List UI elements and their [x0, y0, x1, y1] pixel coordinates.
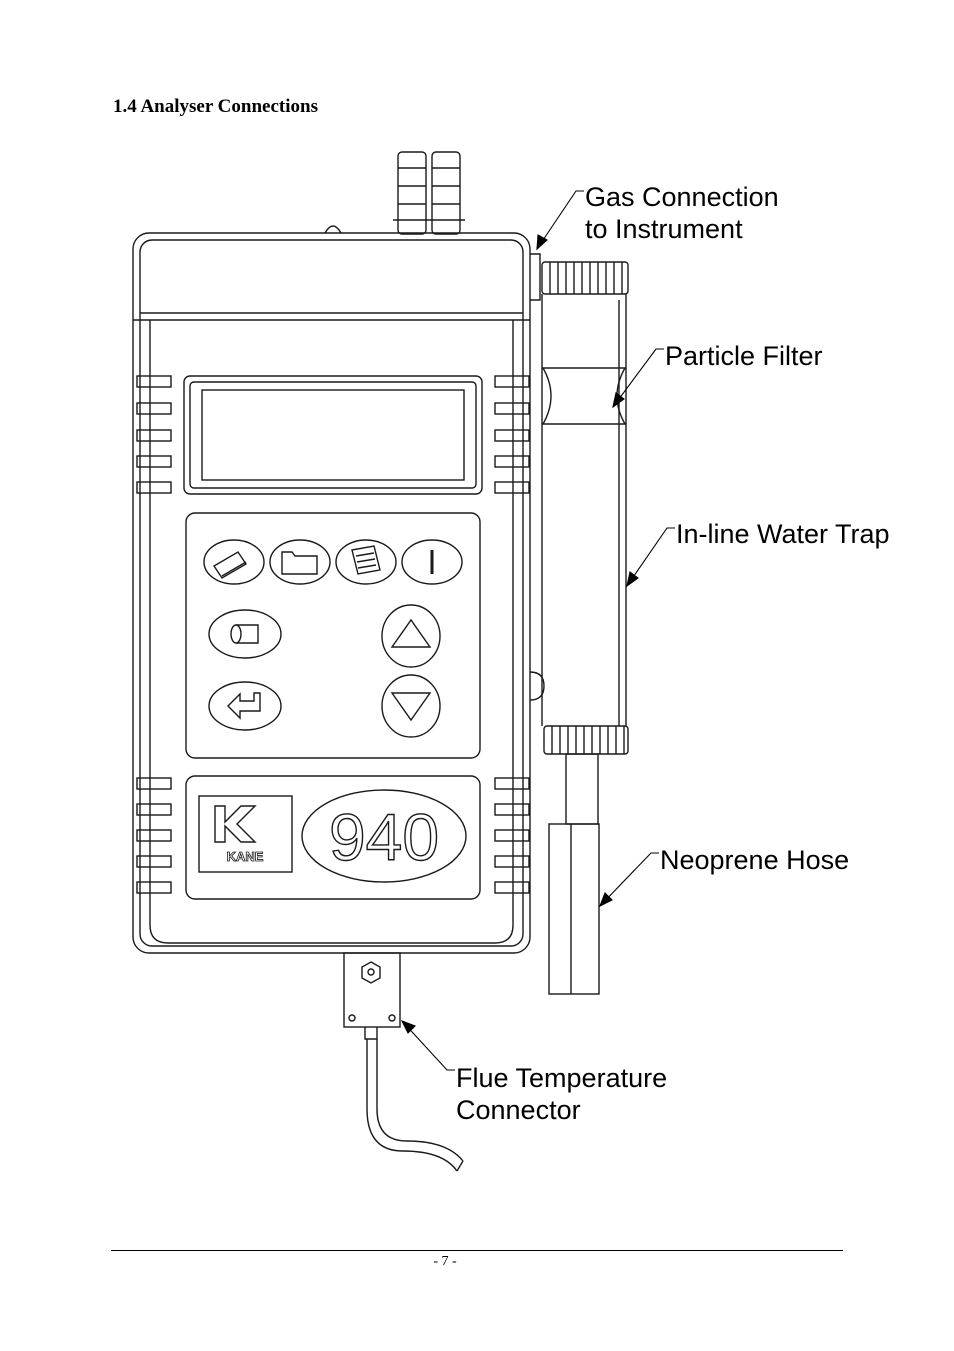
power-button	[401, 539, 463, 585]
keypad-panel	[185, 512, 481, 759]
pump-button	[208, 609, 282, 659]
gas-nozzles	[324, 151, 465, 235]
brand-panel	[185, 775, 481, 900]
flue-pipe-button	[203, 539, 265, 585]
model-number: 940	[329, 800, 439, 874]
up-button	[381, 604, 441, 668]
particle-filter-body	[541, 367, 627, 425]
lcd-display	[183, 375, 483, 495]
model-badge	[301, 789, 467, 883]
neoprene-hose	[548, 823, 600, 995]
kane-logo: KANE	[198, 795, 293, 873]
flue-pipe-icon	[213, 551, 247, 579]
leader-lines	[400, 190, 675, 1071]
down-button	[381, 674, 441, 738]
section-heading: 1.4 Analyser Connections	[113, 96, 318, 117]
analyser-body	[132, 232, 531, 954]
down-arrow-icon	[390, 692, 432, 722]
up-arrow-icon	[390, 618, 432, 648]
callout-flue-temperature: Flue Temperature Connector	[456, 1063, 668, 1125]
flue-temperature-plug	[343, 952, 464, 1172]
callout-particle-filter: Particle Filter	[665, 341, 823, 371]
brand-logo-text: KANE	[227, 849, 264, 864]
enter-arrow-icon	[227, 692, 261, 720]
page-number: - 7 -	[433, 1254, 457, 1269]
enter-button	[208, 681, 282, 731]
side-vents	[136, 375, 530, 894]
callout-water-trap: In-line Water Trap	[676, 519, 890, 549]
document-icon	[351, 545, 381, 575]
pump-icon	[230, 624, 259, 644]
footer-rule	[111, 1250, 843, 1251]
folder-icon	[281, 551, 318, 575]
callout-neoprene-hose: Neoprene Hose	[660, 845, 850, 875]
document-button	[335, 539, 397, 585]
callout-gas-connection: Gas Connection to Instrument	[585, 182, 779, 244]
folder-button	[269, 539, 331, 585]
water-trap-assembly	[529, 253, 629, 995]
